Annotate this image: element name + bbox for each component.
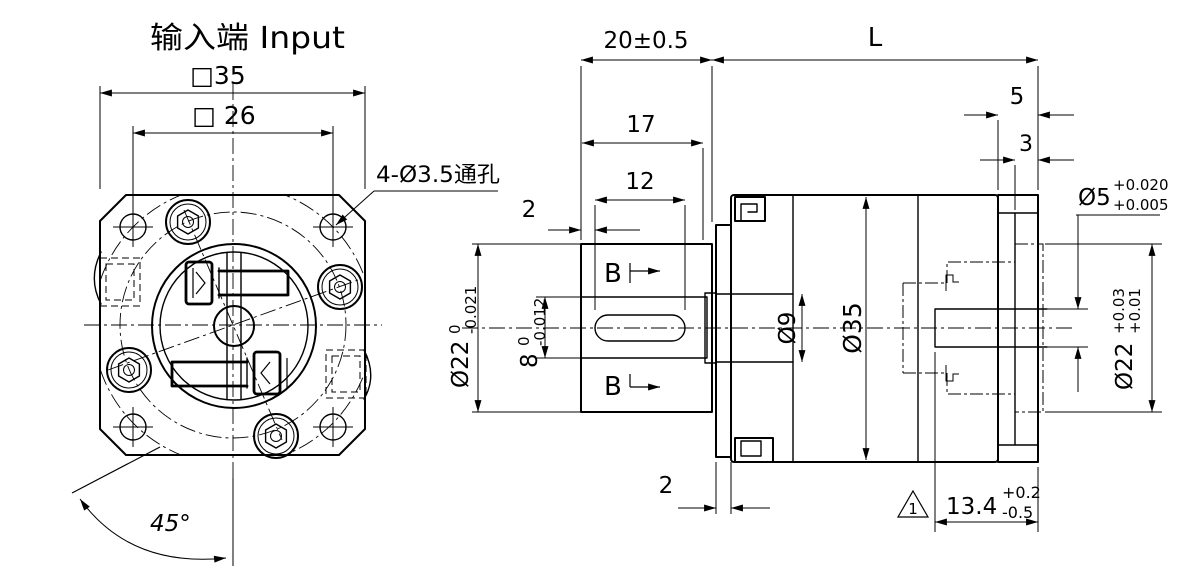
pilot-ring-outer: [151, 243, 317, 409]
pilot-ring-inner: [159, 251, 309, 401]
dim-L: L: [868, 23, 883, 53]
leader-arrow: [335, 190, 375, 226]
input-end-plate: [997, 194, 1039, 463]
mounting-flange-plate: [715, 224, 732, 458]
angle-arc: [79, 498, 227, 563]
depth-upper: +0.2: [1002, 483, 1041, 502]
front-view: 输入端 Input □35 □ 26 4-Ø3.5通孔 45°: [71, 21, 500, 566]
clamp-feature-top: [734, 196, 766, 222]
bore-slot-lines: [226, 252, 242, 400]
through-hole: [312, 406, 354, 448]
recess22-upper: +0.03: [1110, 288, 1128, 334]
section-marker-b-bottom: B: [604, 372, 660, 402]
input-bore-phi5: [934, 308, 1048, 348]
dim-key-width-8: 8 0 -0.012: [515, 298, 549, 368]
socket-screw: [253, 413, 299, 459]
phi5-lower: +0.005: [1113, 196, 1169, 214]
angle-reference-line: [71, 446, 161, 494]
angle-label: 45°: [150, 511, 191, 537]
phi5-upper: +0.020: [1113, 176, 1169, 194]
keyway-slot: [594, 314, 686, 342]
section-label-b-top: B: [604, 259, 622, 289]
dim-2-keyway: 2: [522, 197, 537, 223]
phi9-label: Ø9: [775, 312, 801, 345]
dim-2-flange: 2: [659, 473, 674, 499]
side-view: B B 20±0.5 L 17 12 2 2 5 3 Ø22 0 -0.021 …: [446, 23, 1169, 532]
section-label-b-bottom: B: [604, 372, 622, 402]
clamp-screw-top: [184, 260, 290, 306]
phantom-cavity: [902, 243, 1044, 413]
dim-square35: □35: [190, 61, 245, 90]
dim-5: 5: [1010, 84, 1025, 110]
section-marker-b-top: B: [604, 259, 660, 289]
hidden-slot-left: [99, 257, 141, 307]
holes-note: 4-Ø3.5通孔: [376, 163, 500, 188]
extension-lines: [472, 66, 1162, 532]
dim-13-4: 13.4 +0.2 -0.5 1: [896, 483, 1041, 522]
dim-phi22-shaft: Ø22 0 -0.021: [446, 286, 480, 388]
dim-phi22-recess: Ø22 +0.03 +0.01: [1110, 288, 1144, 390]
dim-17: 17: [626, 112, 655, 138]
depth-lower: -0.5: [1002, 503, 1033, 522]
phi22-shaft-main: Ø22: [448, 341, 474, 388]
dim-3: 3: [1019, 132, 1033, 157]
through-hole: [112, 406, 154, 448]
shaft-step-phi9: [715, 293, 794, 363]
hidden-slot-right: [325, 349, 367, 399]
socket-screw: [165, 199, 211, 245]
dim-20: 20±0.5: [603, 28, 688, 54]
recess22-main: Ø22: [1112, 343, 1138, 390]
screw-bolt-circle: [119, 211, 347, 439]
recess22-lower: +0.01: [1126, 288, 1144, 334]
revision-triangle-icon: [896, 489, 930, 518]
shaft-key-flat: [580, 296, 708, 359]
output-shaft: [580, 243, 713, 413]
view-title: 输入端 Input: [150, 21, 345, 56]
body-arc-right: [363, 349, 372, 400]
body-section-lines: [792, 194, 919, 463]
dim-phi5-bore: Ø5 +0.020 +0.005: [1078, 176, 1169, 214]
depth-main: 13.4: [946, 494, 997, 520]
body-arc-left: [93, 251, 102, 305]
phi35-label: Ø35: [838, 302, 867, 354]
key8-upper: 0: [515, 336, 533, 346]
socket-screw: [317, 264, 363, 310]
phi22-shaft-upper: 0: [446, 324, 464, 334]
dim-phi9: Ø9: [775, 312, 801, 345]
key8-lower: -0.012: [531, 298, 549, 346]
key8-main: 8: [517, 353, 543, 368]
clamp-feature-bottom: [734, 437, 774, 463]
clamp-screw-bottom: [170, 350, 288, 396]
extension-lines: [99, 86, 366, 566]
dim-square26: □ 26: [192, 101, 255, 130]
center-bore: [213, 305, 255, 347]
diagonal-centerline-1: [107, 279, 359, 371]
phi5-main: Ø5: [1078, 185, 1111, 211]
phi22-shaft-lower: -0.021: [462, 286, 480, 334]
revision-number: 1: [908, 500, 918, 518]
diagonal-centerline-2: [183, 209, 283, 441]
dim-12: 12: [625, 169, 654, 195]
dim-phi35: Ø35: [838, 302, 867, 354]
